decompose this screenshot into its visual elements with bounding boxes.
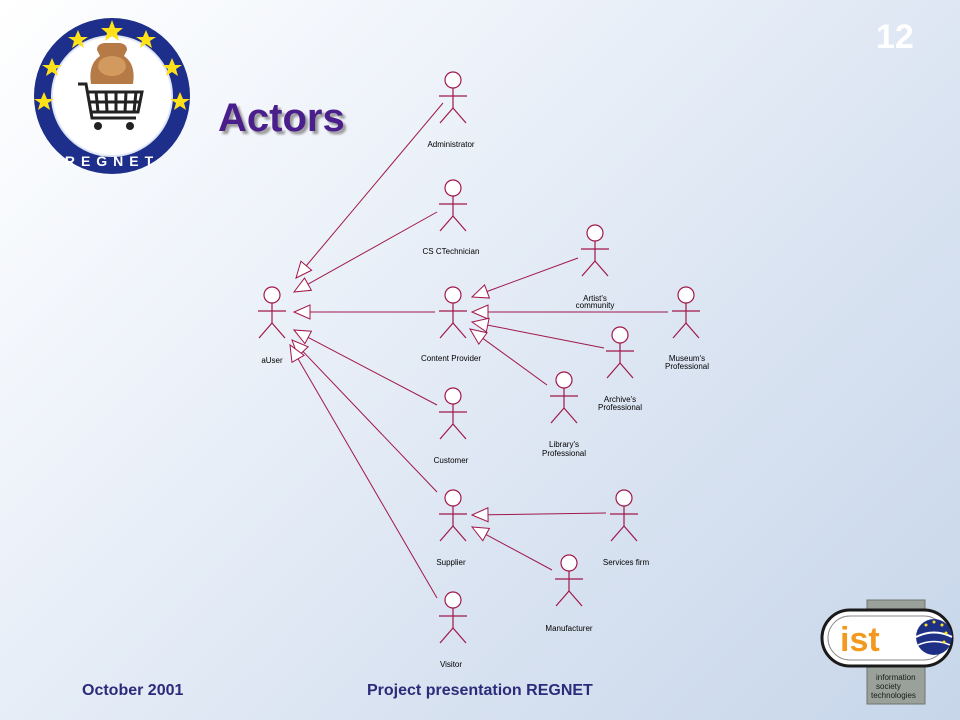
actor-label: Professional bbox=[542, 449, 586, 458]
actor-label: Professional bbox=[665, 362, 709, 371]
actor-administrator: Administrator bbox=[427, 71, 475, 149]
actor-label: Professional bbox=[598, 403, 642, 412]
stick-figure-icon bbox=[439, 591, 467, 644]
actor-label: Library's bbox=[549, 440, 579, 449]
actor-label: Content Provider bbox=[421, 354, 481, 363]
stick-figure-icon bbox=[550, 371, 578, 424]
actor-auser: aUser bbox=[258, 286, 286, 365]
stick-figure-icon bbox=[439, 179, 467, 232]
stick-figure-icon bbox=[439, 387, 467, 440]
stick-figure-icon bbox=[610, 489, 638, 542]
stick-figure-icon bbox=[439, 71, 467, 124]
actor-cs-technician: CS CTechnician bbox=[423, 179, 480, 256]
actor-label: Supplier bbox=[436, 558, 466, 567]
stick-figure-icon bbox=[581, 224, 609, 277]
actor-label: community bbox=[576, 301, 615, 310]
actor-label: Customer bbox=[434, 456, 469, 465]
actor-manufacturer: Manufacturer bbox=[545, 554, 593, 633]
generalization-museums-professional-to-content-provider bbox=[470, 304, 668, 320]
footer-project-title: Project presentation REGNET bbox=[367, 682, 593, 699]
actor-label: CS CTechnician bbox=[423, 247, 480, 256]
actor-visitor: Visitor bbox=[439, 591, 467, 669]
actor-label: Museum's bbox=[669, 354, 705, 363]
stick-figure-icon bbox=[606, 326, 634, 379]
generalization-customer-to-auser bbox=[292, 329, 438, 406]
generalization-librarys-professional-to-content-provider bbox=[468, 328, 548, 386]
stick-figure-icon bbox=[555, 554, 583, 607]
generalization-artists-community-to-content-provider bbox=[470, 257, 579, 299]
generalization-supplier-to-auser bbox=[291, 339, 438, 493]
actor-label: Manufacturer bbox=[545, 624, 592, 633]
actor-label: aUser bbox=[261, 356, 283, 365]
actor-label: Administrator bbox=[427, 140, 474, 149]
actor-label: Artist's bbox=[583, 294, 607, 303]
actor-label: Services firm bbox=[603, 558, 650, 567]
actor-supplier: Supplier bbox=[436, 489, 467, 567]
generalization-manufacturer-to-supplier bbox=[470, 526, 553, 571]
generalization-content-provider-to-auser bbox=[292, 304, 435, 320]
actor-label: Visitor bbox=[440, 660, 462, 669]
generalization-visitor-to-auser bbox=[289, 343, 438, 599]
stick-figure-icon bbox=[258, 286, 286, 339]
stick-figure-icon bbox=[439, 489, 467, 542]
stick-figure-icon bbox=[439, 286, 467, 339]
generalization-archives-professional-to-content-provider bbox=[470, 317, 605, 349]
actor-label: Archive's bbox=[604, 395, 636, 404]
generalization-services-firm-to-supplier bbox=[470, 506, 607, 523]
stick-figure-icon bbox=[672, 286, 700, 339]
generalization-cs-technician-to-auser bbox=[292, 211, 438, 293]
slide-title: Actors bbox=[218, 96, 345, 140]
actor-services-firm: Services firm bbox=[603, 489, 650, 567]
generalization-administrator-to-auser bbox=[295, 102, 444, 279]
actor-customer: Customer bbox=[434, 387, 469, 465]
actor-content-provider: Content Provider bbox=[421, 286, 481, 363]
slide-number: 12 bbox=[876, 18, 914, 56]
footer-date: October 2001 bbox=[82, 682, 184, 699]
